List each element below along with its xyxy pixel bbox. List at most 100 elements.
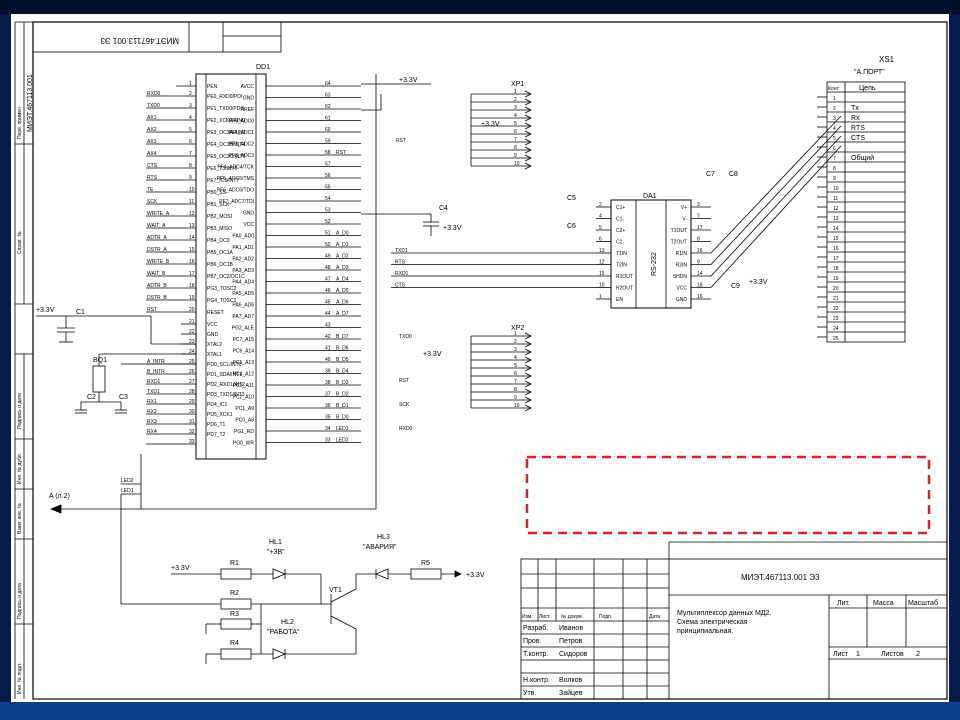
da1-pin-number: 16 (697, 294, 703, 300)
dd1-pin-label: PD0_SCL/INT0 (207, 362, 242, 368)
dd1-pin-number: 51 (325, 231, 331, 237)
dd1-pin-label: PF2_ADC2 (229, 142, 255, 148)
dd1-pin-label: PG3_TOSC2 (207, 286, 237, 292)
title-block: МИЭТ.467113.001 Э3 Мультиплексор данных … (520, 541, 948, 700)
left-margin: Перв. примен. МИЭТ.467113.001 Справ. № П… (14, 21, 34, 699)
dd1-pin-number: 36 (325, 403, 331, 409)
dd1-pin-number: 46 (325, 288, 331, 294)
xp2-sck-net: SCK (399, 402, 410, 408)
dd1-pin-label: GND (243, 96, 255, 102)
dd1-pin-number: 56 (325, 173, 331, 179)
dd1-right-net: B_D6 (336, 346, 349, 352)
hl1-label: HL1 (269, 539, 282, 546)
dd1-left-net: SCK (147, 199, 158, 205)
dd1-pin-number: 11 (189, 199, 194, 205)
dd1-pin-number: 15 (189, 247, 195, 253)
dd1-pin-label: PE4_OC3B/INT4 (207, 142, 245, 148)
c7-label: C7 (706, 171, 715, 178)
da1-net-label: RXD1 (395, 271, 409, 277)
dd1-left-net: TXD0 (147, 103, 160, 109)
dd1-pin-label: PC6_A14 (233, 349, 255, 355)
dd1-pin-number: 59 (325, 139, 331, 145)
vcc-label-c9: +3.3V (749, 279, 768, 286)
dd1-left-net: A_INTR (147, 359, 165, 365)
dd1-pin-label: PB1_SCK (207, 202, 230, 208)
da1-net-label: RTS (395, 260, 406, 266)
dd1-pin-number: 60 (325, 127, 331, 133)
dd1-pin-label: PD4_IC1 (207, 402, 228, 408)
r3-label: R3 (230, 611, 239, 618)
xs1-net-name: Rx (851, 115, 860, 122)
dd1-pin-number: 17 (189, 271, 195, 277)
dd1-left-net: WRITE_A (147, 211, 170, 217)
dd1-right-net: A_D6 (336, 300, 349, 306)
dd1-right-net: A_D0 (336, 231, 349, 237)
dd1-pin-label: PC0_A8 (235, 418, 254, 424)
c2-label: C2 (87, 394, 96, 401)
dd1-pin-label: PF0_ADC0 (229, 119, 255, 125)
xs1-pin-number: 21 (833, 296, 839, 302)
dd1-pin-label: PD6_T1 (207, 422, 226, 428)
xs1-net-name: RTS (851, 125, 865, 132)
xs1-pin-number: 2 (833, 106, 836, 112)
connector-pin-number: 8 (514, 145, 517, 151)
c3-label: C3 (119, 394, 128, 401)
dd1-pin-number: 63 (325, 93, 331, 99)
dd1-pin-number: 4 (189, 115, 192, 121)
dd1-pin-number: 30 (189, 409, 195, 415)
dd1-pin-number: 44 (325, 311, 331, 317)
da1-pin-label: C2- (616, 240, 624, 246)
inv-dubl-label: Инв. № дубл. (17, 453, 23, 484)
dd1-pin-label: XTAL2 (207, 342, 222, 348)
da1-pin-label: SHDN (673, 274, 688, 280)
dd1-right-net: LED1 (336, 426, 349, 432)
xs1-pin-number: 10 (833, 186, 839, 192)
r5-label: R5 (421, 560, 430, 567)
dd1-pin-label: PA7_AD7 (232, 314, 254, 320)
hl3-desc: "АВАРИЯ" (363, 544, 397, 551)
da1-net-label: CTS (395, 283, 406, 289)
xp2-txd0-net: TXD0 (399, 334, 412, 340)
dd1-pin-label: PD3_TXD1/INT3 (207, 392, 245, 398)
col-podp: Подп. (599, 614, 612, 620)
dd1-right-net: RST (336, 150, 346, 156)
dd1-left-net: AX2 (147, 127, 157, 133)
connector-pin-number: 10 (514, 161, 520, 167)
dd1-pin-label: PE2_XCK0/AIN0 (207, 118, 245, 124)
da1-pin-number: 1 (599, 294, 602, 300)
da1-pin-label: C1- (616, 217, 624, 223)
lit-label: Лит. (837, 600, 850, 607)
xs1-pin-number: 25 (833, 336, 839, 342)
da1-pin-label: C1+ (616, 205, 625, 211)
xs1-pin-number: 17 (833, 256, 839, 262)
title-line1: Мультиплексор данных МД2. (677, 610, 771, 617)
da1-pin-label: GND (676, 297, 688, 303)
dd1-pin-number: 54 (325, 196, 331, 202)
xs1-pin-number: 5 (833, 136, 836, 142)
dd1-pin-label: PA5_AD5 (232, 291, 254, 297)
utv-name: Зайцев (559, 689, 583, 697)
dd1-pin-label: PC4_A12 (233, 372, 255, 378)
dd1-pin-number: 12 (189, 211, 195, 217)
dd1-pin-number: 45 (325, 300, 331, 306)
dd1-pin-label: PF4_ADC4/TCK (217, 165, 254, 171)
dd1-pin-label: PA3_AD3 (232, 268, 254, 274)
dd1-pin-label: PE7_IC3/INT7 (207, 178, 239, 184)
da1-pin-number: 18 (697, 283, 703, 289)
dd1-pin-label: PG0_WR (233, 441, 255, 447)
schematic-sheet: Перв. примен. МИЭТ.467113.001 Справ. № П… (11, 14, 949, 702)
da1-pin-number: 4 (599, 214, 602, 220)
schematic-drawing: Перв. примен. МИЭТ.467113.001 Справ. № П… (14, 21, 948, 700)
col-list: Лист (539, 614, 551, 620)
dd1-pin-label: PB2_MOSI (207, 214, 232, 220)
dd1-pin-number: 21 (189, 319, 195, 325)
da1-pin-label: T1IN (616, 251, 627, 257)
top-frame-bar (0, 0, 960, 14)
dd1-left-net: DSTR_B (147, 295, 167, 301)
xp1-label: XP1 (511, 81, 524, 88)
dd1-pin-number: 27 (189, 379, 195, 385)
xs1-pin-number: 20 (833, 286, 839, 292)
